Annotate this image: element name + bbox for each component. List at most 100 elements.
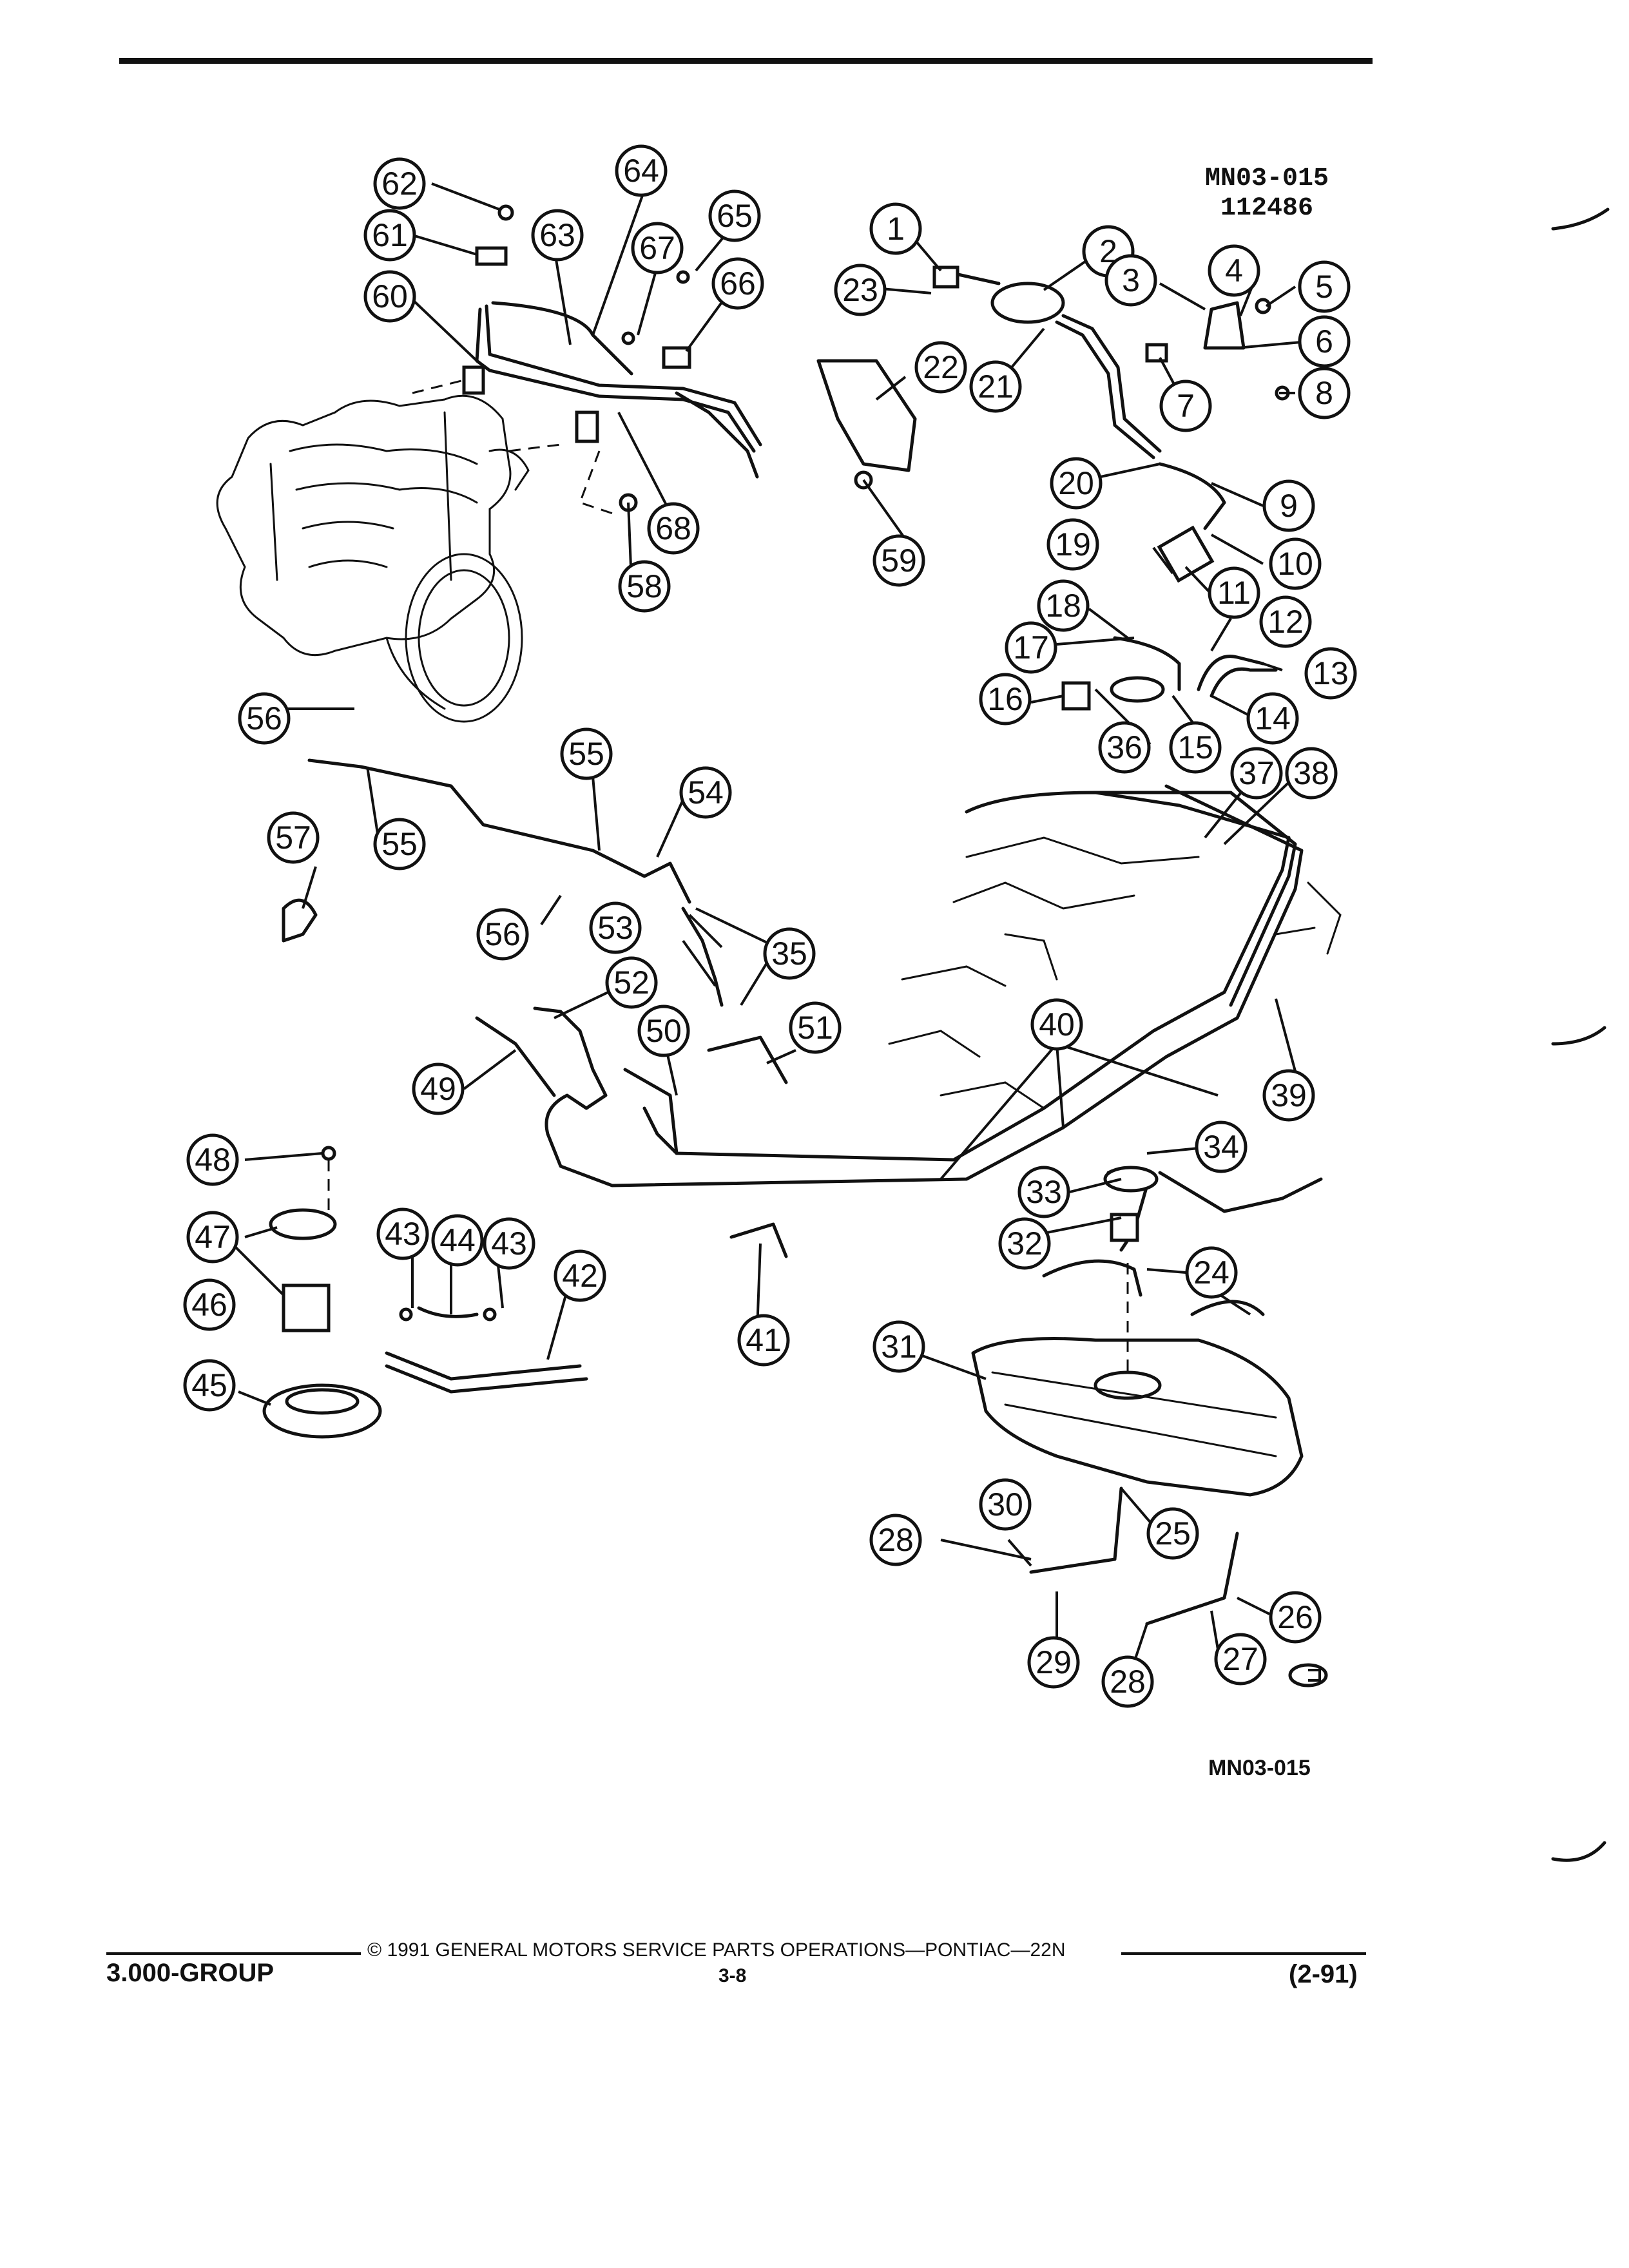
svg-text:29: 29 <box>1036 1644 1072 1680</box>
svg-text:43: 43 <box>491 1225 527 1262</box>
svg-text:11: 11 <box>1217 575 1251 611</box>
clamp-43b <box>483 1307 497 1321</box>
bracket-68 <box>575 410 599 443</box>
callout-67: 67 <box>631 222 684 274</box>
callout-65: 65 <box>708 189 761 242</box>
callout-60: 60 <box>363 270 416 323</box>
callout-34: 34 <box>1195 1120 1248 1173</box>
svg-text:28: 28 <box>878 1522 914 1558</box>
footer-group-label: 3.000-GROUP <box>106 1959 275 1987</box>
svg-text:9: 9 <box>1280 488 1298 524</box>
callout-14: 14 <box>1246 692 1299 745</box>
callout-43b: 43 <box>483 1217 535 1270</box>
clip-16 <box>1061 681 1091 711</box>
callout-13: 13 <box>1304 647 1357 700</box>
shield-22 <box>816 359 917 472</box>
callout-32: 32 <box>998 1217 1051 1270</box>
svg-text:44: 44 <box>439 1222 476 1258</box>
callout-11: 11 <box>1208 566 1260 619</box>
svg-text:65: 65 <box>717 198 753 234</box>
fuel-return-pipe-assembly <box>412 204 762 517</box>
callout-3: 3 <box>1104 254 1157 307</box>
callout-16: 16 <box>979 673 1032 726</box>
figure-id-top: MN03-015 <box>1205 164 1329 193</box>
svg-text:48: 48 <box>195 1142 231 1178</box>
callout-18: 18 <box>1037 579 1090 632</box>
callout-12: 12 <box>1259 595 1312 648</box>
callout-47: 47 <box>186 1211 239 1264</box>
underbody-sketch <box>888 836 1342 1110</box>
svg-text:56: 56 <box>246 700 282 736</box>
callout-51: 51 <box>789 1001 842 1054</box>
svg-text:25: 25 <box>1155 1515 1191 1552</box>
connector-19 <box>1157 525 1215 583</box>
callout-64: 64 <box>615 144 668 197</box>
svg-text:53: 53 <box>597 910 633 946</box>
svg-text:12: 12 <box>1268 604 1304 640</box>
callout-7: 7 <box>1159 380 1212 432</box>
figure-sub-id: 112486 <box>1220 194 1314 223</box>
footer-date: (2-91) <box>1289 1960 1358 1988</box>
svg-text:67: 67 <box>639 230 675 266</box>
svg-text:59: 59 <box>881 543 917 579</box>
callout-38: 38 <box>1285 747 1338 800</box>
clip-61 <box>475 246 508 266</box>
callout-36: 36 <box>1098 721 1151 774</box>
svg-text:50: 50 <box>646 1013 682 1049</box>
svg-text:56: 56 <box>485 916 521 952</box>
callout-52: 52 <box>605 956 658 1009</box>
callout-55a: 55 <box>560 727 613 780</box>
svg-text:38: 38 <box>1293 755 1329 791</box>
callout-27: 27 <box>1214 1633 1267 1686</box>
svg-text:5: 5 <box>1315 269 1333 305</box>
svg-text:37: 37 <box>1239 755 1275 791</box>
callout-56a: 56 <box>238 692 291 745</box>
callout-20: 20 <box>1050 457 1103 510</box>
svg-text:32: 32 <box>1007 1225 1043 1262</box>
callout-62: 62 <box>373 157 426 210</box>
callout-66: 66 <box>711 257 764 310</box>
svg-text:26: 26 <box>1277 1599 1313 1635</box>
tank-31 <box>971 1337 1304 1497</box>
callout-28a: 28 <box>869 1514 922 1566</box>
svg-text:58: 58 <box>626 568 662 604</box>
callout-9: 9 <box>1262 479 1315 532</box>
callout-35: 35 <box>763 927 816 980</box>
svg-text:34: 34 <box>1203 1129 1239 1165</box>
clip-7 <box>1145 343 1168 363</box>
svg-text:18: 18 <box>1045 588 1081 624</box>
callout-58: 58 <box>618 560 671 613</box>
callout-23: 23 <box>834 264 887 316</box>
footer-copyright: © 1991 GENERAL MOTORS SERVICE PARTS OPER… <box>367 1939 1066 1961</box>
callout-45: 45 <box>183 1359 236 1412</box>
callout-5: 5 <box>1298 260 1351 313</box>
svg-text:42: 42 <box>562 1258 598 1294</box>
pump-47 <box>269 1208 337 1240</box>
svg-text:27: 27 <box>1222 1641 1258 1677</box>
mid-hose-assembly <box>1061 636 1278 711</box>
svg-text:23: 23 <box>842 272 878 308</box>
bracket-51 <box>707 1035 788 1084</box>
callout-49: 49 <box>412 1062 465 1115</box>
svg-text:68: 68 <box>655 510 691 546</box>
callout-33: 33 <box>1017 1166 1070 1218</box>
callouts: 1 2 3 4 5 6 7 8 9 10 11 12 13 14 15 16 1… <box>183 144 1357 1708</box>
callout-42: 42 <box>554 1249 606 1302</box>
svg-text:52: 52 <box>613 965 650 1001</box>
svg-text:39: 39 <box>1271 1077 1307 1113</box>
svg-text:43: 43 <box>385 1216 421 1252</box>
svg-text:61: 61 <box>372 217 408 253</box>
callout-24: 24 <box>1185 1246 1238 1299</box>
callout-39: 39 <box>1262 1069 1315 1122</box>
main-fuel-pipes <box>307 758 1304 1187</box>
reservoir-45 <box>262 1383 382 1439</box>
callout-48: 48 <box>186 1133 239 1186</box>
svg-text:35: 35 <box>771 936 807 972</box>
callout-31: 31 <box>872 1320 925 1373</box>
callout-6: 6 <box>1298 315 1351 368</box>
sender-33 <box>1103 1166 1159 1193</box>
svg-text:15: 15 <box>1177 729 1213 765</box>
callout-63: 63 <box>531 209 584 262</box>
footer-page-number: 3-8 <box>718 1965 747 1986</box>
callout-68: 68 <box>647 502 700 555</box>
